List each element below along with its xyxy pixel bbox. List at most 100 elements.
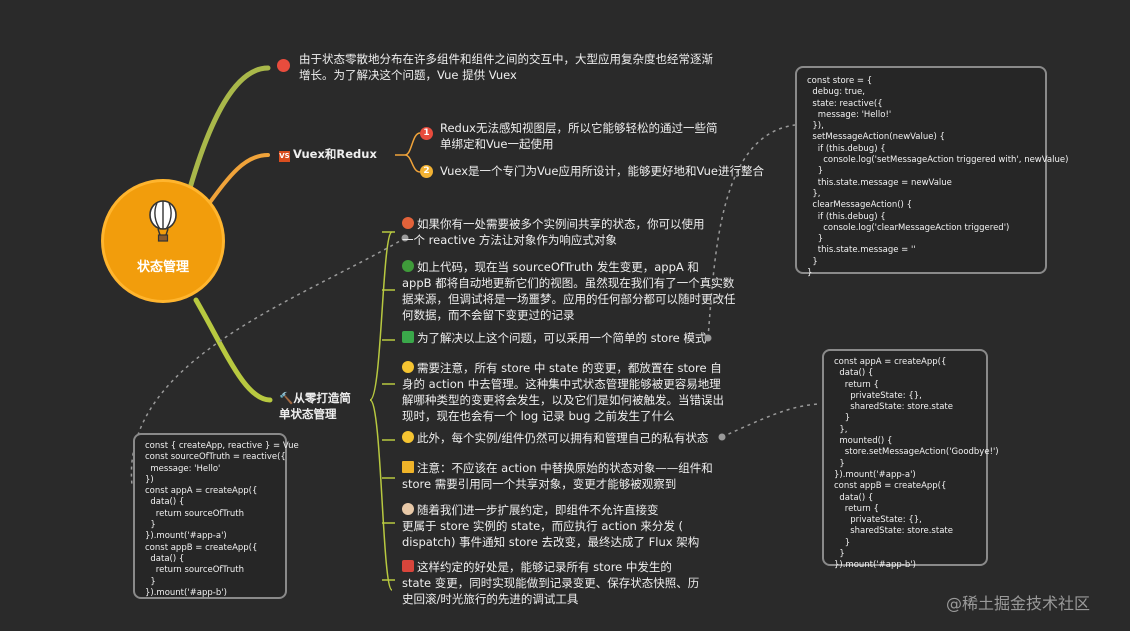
item-line: 身的 action 中去管理。这种集中式状态管理能够被更容易地理 xyxy=(402,377,721,391)
central-topic[interactable]: 状态管理 xyxy=(104,182,222,300)
item-line: 据来源，但调试将是一场噩梦。应用的任何部分都可以随时更改任 xyxy=(402,292,736,306)
code-line: const { createApp, reactive } = Vue xyxy=(145,441,299,451)
item-line: 为了解决以上这个问题，可以采用一个简单的 store 模式 xyxy=(417,331,707,345)
code-line: data() { xyxy=(145,497,185,508)
megaphone-icon xyxy=(402,560,414,572)
code-line: }).mount('#app-a') xyxy=(145,531,227,542)
item-line: 更属于 store 实例的 state，而应执行 action 来分发 ( xyxy=(402,519,684,533)
code-line: } xyxy=(834,458,845,469)
item-line: 单绑定和Vue一起使用 xyxy=(440,137,554,151)
code-line: } xyxy=(145,576,156,587)
code-line: this.state.message = newValue xyxy=(807,177,952,188)
vs-badge-icon: VS xyxy=(279,151,290,162)
code-box-store[interactable]: const store = { debug: true, state: reac… xyxy=(795,66,1069,278)
watermark: @稀土掘金技术社区 xyxy=(946,594,1091,613)
red-circle-icon xyxy=(277,59,290,72)
code-line: data() { xyxy=(834,368,874,379)
code-line: message: 'Hello' xyxy=(145,463,221,474)
code-line: }).mount('#app-b') xyxy=(145,587,227,598)
code-line: debug: true, xyxy=(807,87,865,98)
branch-3-title[interactable]: 🔨从零打造简 单状态管理 xyxy=(279,390,351,422)
code-line: sharedState: store.state xyxy=(834,526,953,537)
item-line: 何数据，而不会留下变更过的记录 xyxy=(402,308,575,322)
code-line: } xyxy=(807,234,824,245)
code-line: } xyxy=(807,268,813,279)
code-line: return sourceOfTruth xyxy=(145,508,244,519)
central-topic-label: 状态管理 xyxy=(136,260,189,275)
branch-1-line: 增长。为了解决这个问题，Vue 提供 Vuex xyxy=(299,68,517,82)
code-line: data() { xyxy=(834,492,874,503)
code-line: return sourceOfTruth xyxy=(145,565,244,576)
item-line: 注意：不应该在 action 中替换原始的状态对象——组件和 xyxy=(417,461,713,475)
code-line: }, xyxy=(807,188,821,199)
store-item-2[interactable]: 如上代码，现在当 sourceOfTruth 发生变更，appA 和 appB … xyxy=(402,259,736,323)
lightbulb-icon xyxy=(402,361,414,373)
code-line: privateState: {}, xyxy=(834,515,922,526)
check-icon xyxy=(402,331,414,343)
vuex-redux-item-2[interactable]: Vuex是一个专门为Vue应用所设计，能够更好地和Vue进行整合 xyxy=(440,163,764,179)
code-line: store.setMessageAction('Goodbye!') xyxy=(834,447,999,458)
code-line: state: reactive({ xyxy=(807,98,883,109)
branch-1-text[interactable]: 由于状态零散地分布在许多组件和组件之间的交互中，大型应用复杂度也经常逐渐 增长。… xyxy=(299,51,713,83)
code-line: } xyxy=(834,549,845,560)
code-box-reactive[interactable]: const { createApp, reactive } = Vue cons… xyxy=(133,433,299,599)
item-line: 如果你有一处需要被多个实例间共享的状态，你可以使用 xyxy=(417,217,705,231)
code-line: }) xyxy=(145,474,154,485)
branch-1-line: 由于状态零散地分布在许多组件和组件之间的交互中，大型应用复杂度也经常逐渐 xyxy=(299,52,713,66)
store-item-5[interactable]: 此外，每个实例/组件仍然可以拥有和管理自己的私有状态 xyxy=(402,430,708,446)
item-line: 史回滚/时光旅行的先进的调试工具 xyxy=(402,592,579,606)
store-item-1[interactable]: 如果你有一处需要被多个实例间共享的状态，你可以使用 一个 reactive 方法… xyxy=(402,216,705,248)
store-item-8[interactable]: 这样约定的好处是，能够记录所有 store 中发生的 state 变更，同时实现… xyxy=(402,559,699,607)
item-line: 随着我们进一步扩展约定，即组件不允许直接变 xyxy=(417,503,659,517)
house-icon xyxy=(402,217,414,229)
code-line: } xyxy=(145,520,156,531)
code-line: const appA = createApp({ xyxy=(145,486,258,497)
code-line: const appB = createApp({ xyxy=(145,542,258,553)
code-line: }), xyxy=(807,121,824,132)
item-line: 解哪种类型的变更将会发生，以及它们是如何被触发。当错误出 xyxy=(402,393,724,407)
vuex-redux-item-1[interactable]: Redux无法感知视图层，所以它能够轻松的通过一些简 单绑定和Vue一起使用 xyxy=(440,120,717,152)
code-line: mounted() { xyxy=(834,436,893,447)
item-line: 一个 reactive 方法让对象作为响应式对象 xyxy=(402,233,617,247)
code-line: } xyxy=(807,256,818,267)
code-line: if (this.debug) { xyxy=(807,143,886,154)
hammer-icon: 🔨 xyxy=(279,391,294,405)
code-line: }).mount('#app-b') xyxy=(834,560,916,571)
code-line: privateState: {}, xyxy=(834,390,922,401)
item-line: dispatch) 事件通知 store 去改变，最终达成了 Flux 架构 xyxy=(402,535,700,549)
code-line: console.log('setMessageAction triggered … xyxy=(807,155,1069,166)
item-line: 需要注意，所有 store 中 state 的变更，都放置在 store 自 xyxy=(417,361,722,375)
code-line: setMessageAction(newValue) { xyxy=(807,132,945,143)
code-line: const sourceOfTruth = reactive({ xyxy=(145,452,286,463)
code-box-apps[interactable]: const appA = createApp({ data() { return… xyxy=(822,349,999,570)
code-line: const store = { xyxy=(807,76,873,86)
store-item-7[interactable]: 随着我们进一步扩展约定，即组件不允许直接变 更属于 store 实例的 stat… xyxy=(402,502,699,550)
branch-3-title-line: 单状态管理 xyxy=(279,407,337,421)
code-line: }, xyxy=(834,424,848,435)
tree-icon xyxy=(402,260,414,272)
code-line: clearMessageAction() { xyxy=(807,200,912,211)
store-item-6[interactable]: 注意：不应该在 action 中替换原始的状态对象——组件和 store 需要引… xyxy=(402,460,713,492)
code-line: sharedState: store.state xyxy=(834,402,953,413)
branch-3-title-line: 从零打造简 xyxy=(293,391,351,405)
smile-icon xyxy=(402,431,414,443)
code-line: } xyxy=(834,537,851,548)
code-line: const appB = createApp({ xyxy=(834,481,947,492)
code-line: }).mount('#app-a') xyxy=(834,469,916,480)
item-line: 如上代码，现在当 sourceOfTruth 发生变更，appA 和 xyxy=(417,260,699,274)
code-line: if (this.debug) { xyxy=(807,211,886,222)
item-line: state 变更，同时实现能做到记录变更、保存状态快照、历 xyxy=(402,576,700,590)
item-line: appB 都将自动地更新它们的视图。虽然现在我们有了一个真实数 xyxy=(402,276,735,290)
warning-icon xyxy=(402,461,414,473)
item-line: Redux无法感知视图层，所以它能够轻松的通过一些简 xyxy=(440,121,718,135)
hot-air-balloon-icon xyxy=(149,200,177,242)
code-line: const appA = createApp({ xyxy=(834,357,947,367)
store-item-4[interactable]: 需要注意，所有 store 中 state 的变更，都放置在 store 自 身… xyxy=(402,360,724,424)
code-line: return { xyxy=(834,503,879,514)
code-line: return { xyxy=(834,379,879,390)
code-line: data() { xyxy=(145,553,185,564)
code-line: } xyxy=(834,413,851,424)
store-item-3[interactable]: 为了解决以上这个问题，可以采用一个简单的 store 模式 xyxy=(402,330,706,346)
